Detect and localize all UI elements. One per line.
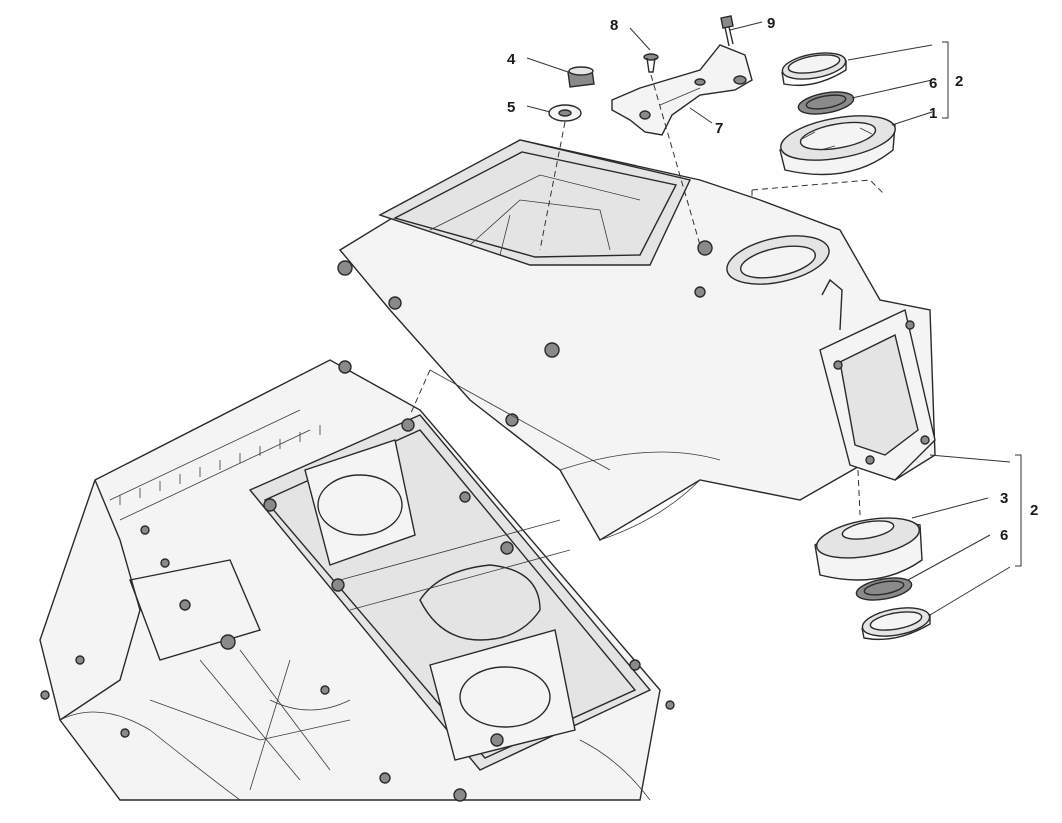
frame-airbox — [337, 139, 936, 541]
callout-9: 9 — [767, 15, 775, 32]
engine-block — [39, 359, 675, 802]
callout-4: 4 — [507, 51, 516, 68]
part-cap-4 — [567, 66, 595, 88]
callout-8: 8 — [610, 17, 618, 34]
lower-bearing-stack — [814, 517, 931, 641]
assembly-guides — [409, 74, 886, 516]
part-washer-5 — [548, 104, 582, 122]
callout-labels: 8 9 4 5 7 6 1 2 3 6 2 — [507, 15, 1038, 544]
callout-3: 3 — [1000, 490, 1008, 507]
callout-5: 5 — [507, 99, 515, 116]
upper-bearing-stack — [779, 52, 896, 176]
part-bracket-7 — [611, 44, 753, 136]
callout-6-upper: 6 — [929, 75, 937, 92]
part-bolt-9 — [720, 15, 734, 47]
callout-6-lower: 6 — [1000, 527, 1008, 544]
callout-7: 7 — [715, 120, 723, 137]
callout-2-upper: 2 — [955, 73, 963, 90]
leader-lines — [526, 21, 1022, 616]
part-screw-8 — [643, 53, 659, 73]
callout-1: 1 — [929, 105, 937, 122]
callout-2-lower: 2 — [1030, 502, 1038, 519]
